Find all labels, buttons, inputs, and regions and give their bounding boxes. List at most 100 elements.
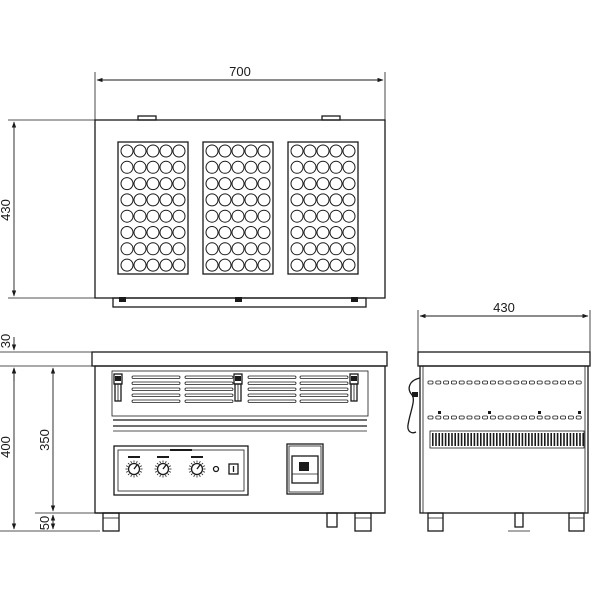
side-depth-label: 430	[493, 300, 515, 315]
knob-tick	[138, 473, 141, 476]
plate-hole	[205, 209, 219, 223]
knob-pointer	[196, 464, 201, 470]
vent-slot	[247, 399, 297, 403]
control-knob	[154, 456, 172, 478]
plate-hole	[244, 144, 258, 158]
knob-tick	[156, 462, 159, 465]
front-clamps	[113, 373, 359, 402]
side-louver	[454, 433, 456, 446]
plate-hole	[120, 160, 134, 174]
side-louver	[566, 433, 568, 446]
plate-hole	[329, 144, 343, 158]
side-louver	[496, 433, 498, 446]
vent-slot	[299, 375, 349, 379]
plate-hole	[172, 144, 186, 158]
side-vent-slot	[536, 380, 543, 385]
side-vent-slot	[505, 380, 512, 385]
side-vent-slot	[536, 415, 543, 420]
plate-hole	[146, 226, 160, 239]
side-vent-slot	[552, 415, 559, 420]
side-vent-slot	[513, 380, 520, 385]
plate-hole	[120, 144, 134, 158]
knob-tick	[159, 460, 161, 464]
plate-hole	[146, 160, 160, 174]
plate-hole	[218, 193, 232, 207]
side-louver	[505, 433, 508, 446]
front-view: 30 400 350 50	[0, 334, 388, 532]
knob-dial	[156, 462, 170, 476]
side-vent-slot	[443, 415, 450, 420]
plate-hole	[257, 177, 271, 191]
front-leg-right	[354, 512, 372, 532]
knob-pointer	[133, 464, 138, 470]
side-vent-slot	[427, 380, 434, 385]
clamp-bolt	[115, 376, 121, 381]
side-louver	[432, 433, 434, 446]
side-louver	[540, 433, 543, 446]
side-vent-slot	[544, 380, 551, 385]
plate-hole	[231, 258, 245, 272]
side-louver	[518, 433, 520, 446]
plate-hole	[205, 160, 219, 174]
side-louver	[524, 433, 527, 446]
side-top-plate	[417, 351, 591, 367]
side-louver	[467, 433, 469, 446]
side-louver	[550, 433, 552, 446]
knob-tick	[167, 473, 170, 476]
side-louver	[553, 433, 556, 446]
knob-tick	[201, 462, 204, 465]
knob-pointer	[162, 464, 167, 470]
vent-slot	[184, 387, 234, 391]
plate-hole	[244, 226, 258, 239]
side-vent-slot	[575, 415, 582, 420]
side-louver	[438, 433, 440, 446]
clamp	[349, 373, 359, 402]
side-louver	[576, 433, 578, 446]
side-louver-frame	[429, 430, 585, 449]
plate-hole	[159, 144, 173, 158]
side-vent-slot	[489, 415, 496, 420]
plate-hole	[329, 226, 343, 239]
plate-hole	[316, 177, 330, 191]
plate-hole	[159, 160, 173, 174]
plate-hole	[120, 193, 134, 207]
side-louver	[457, 433, 460, 446]
plate-hole	[159, 242, 173, 256]
plate-hole	[329, 177, 343, 191]
side-vent-slots	[427, 380, 585, 449]
plate-hole	[218, 226, 232, 239]
plate-hole	[257, 193, 271, 207]
plate-hole	[303, 177, 317, 191]
front-leg-left	[102, 512, 120, 532]
plate-hole	[257, 144, 271, 158]
knob-tick	[125, 471, 129, 473]
vent-slot	[131, 399, 181, 403]
side-bolt	[538, 411, 541, 414]
plate-hole	[342, 193, 356, 207]
plate-hole	[205, 242, 219, 256]
knob-tick	[165, 474, 167, 478]
knob-tick	[199, 474, 201, 478]
side-louver	[451, 433, 453, 446]
vent-slot	[247, 387, 297, 391]
front-vent-slots	[131, 375, 349, 403]
vent-slot	[131, 381, 181, 385]
knob-tick	[136, 474, 138, 478]
front-top-plate	[91, 351, 388, 367]
side-louver	[476, 433, 479, 446]
breaker-box	[286, 443, 324, 495]
plate-hole	[316, 226, 330, 239]
clamp-bolt	[351, 376, 357, 381]
knob-tick	[139, 471, 143, 473]
cooking-plate-1	[117, 141, 189, 275]
knob-tick	[202, 465, 206, 467]
side-vent-slot	[489, 380, 496, 385]
vent-slot	[299, 393, 349, 397]
plate-hole	[303, 144, 317, 158]
plate-hole	[172, 209, 186, 223]
side-vent-slot	[568, 415, 574, 420]
plate-hole	[316, 193, 330, 207]
side-louver	[534, 433, 536, 446]
plate-hole	[218, 177, 232, 191]
